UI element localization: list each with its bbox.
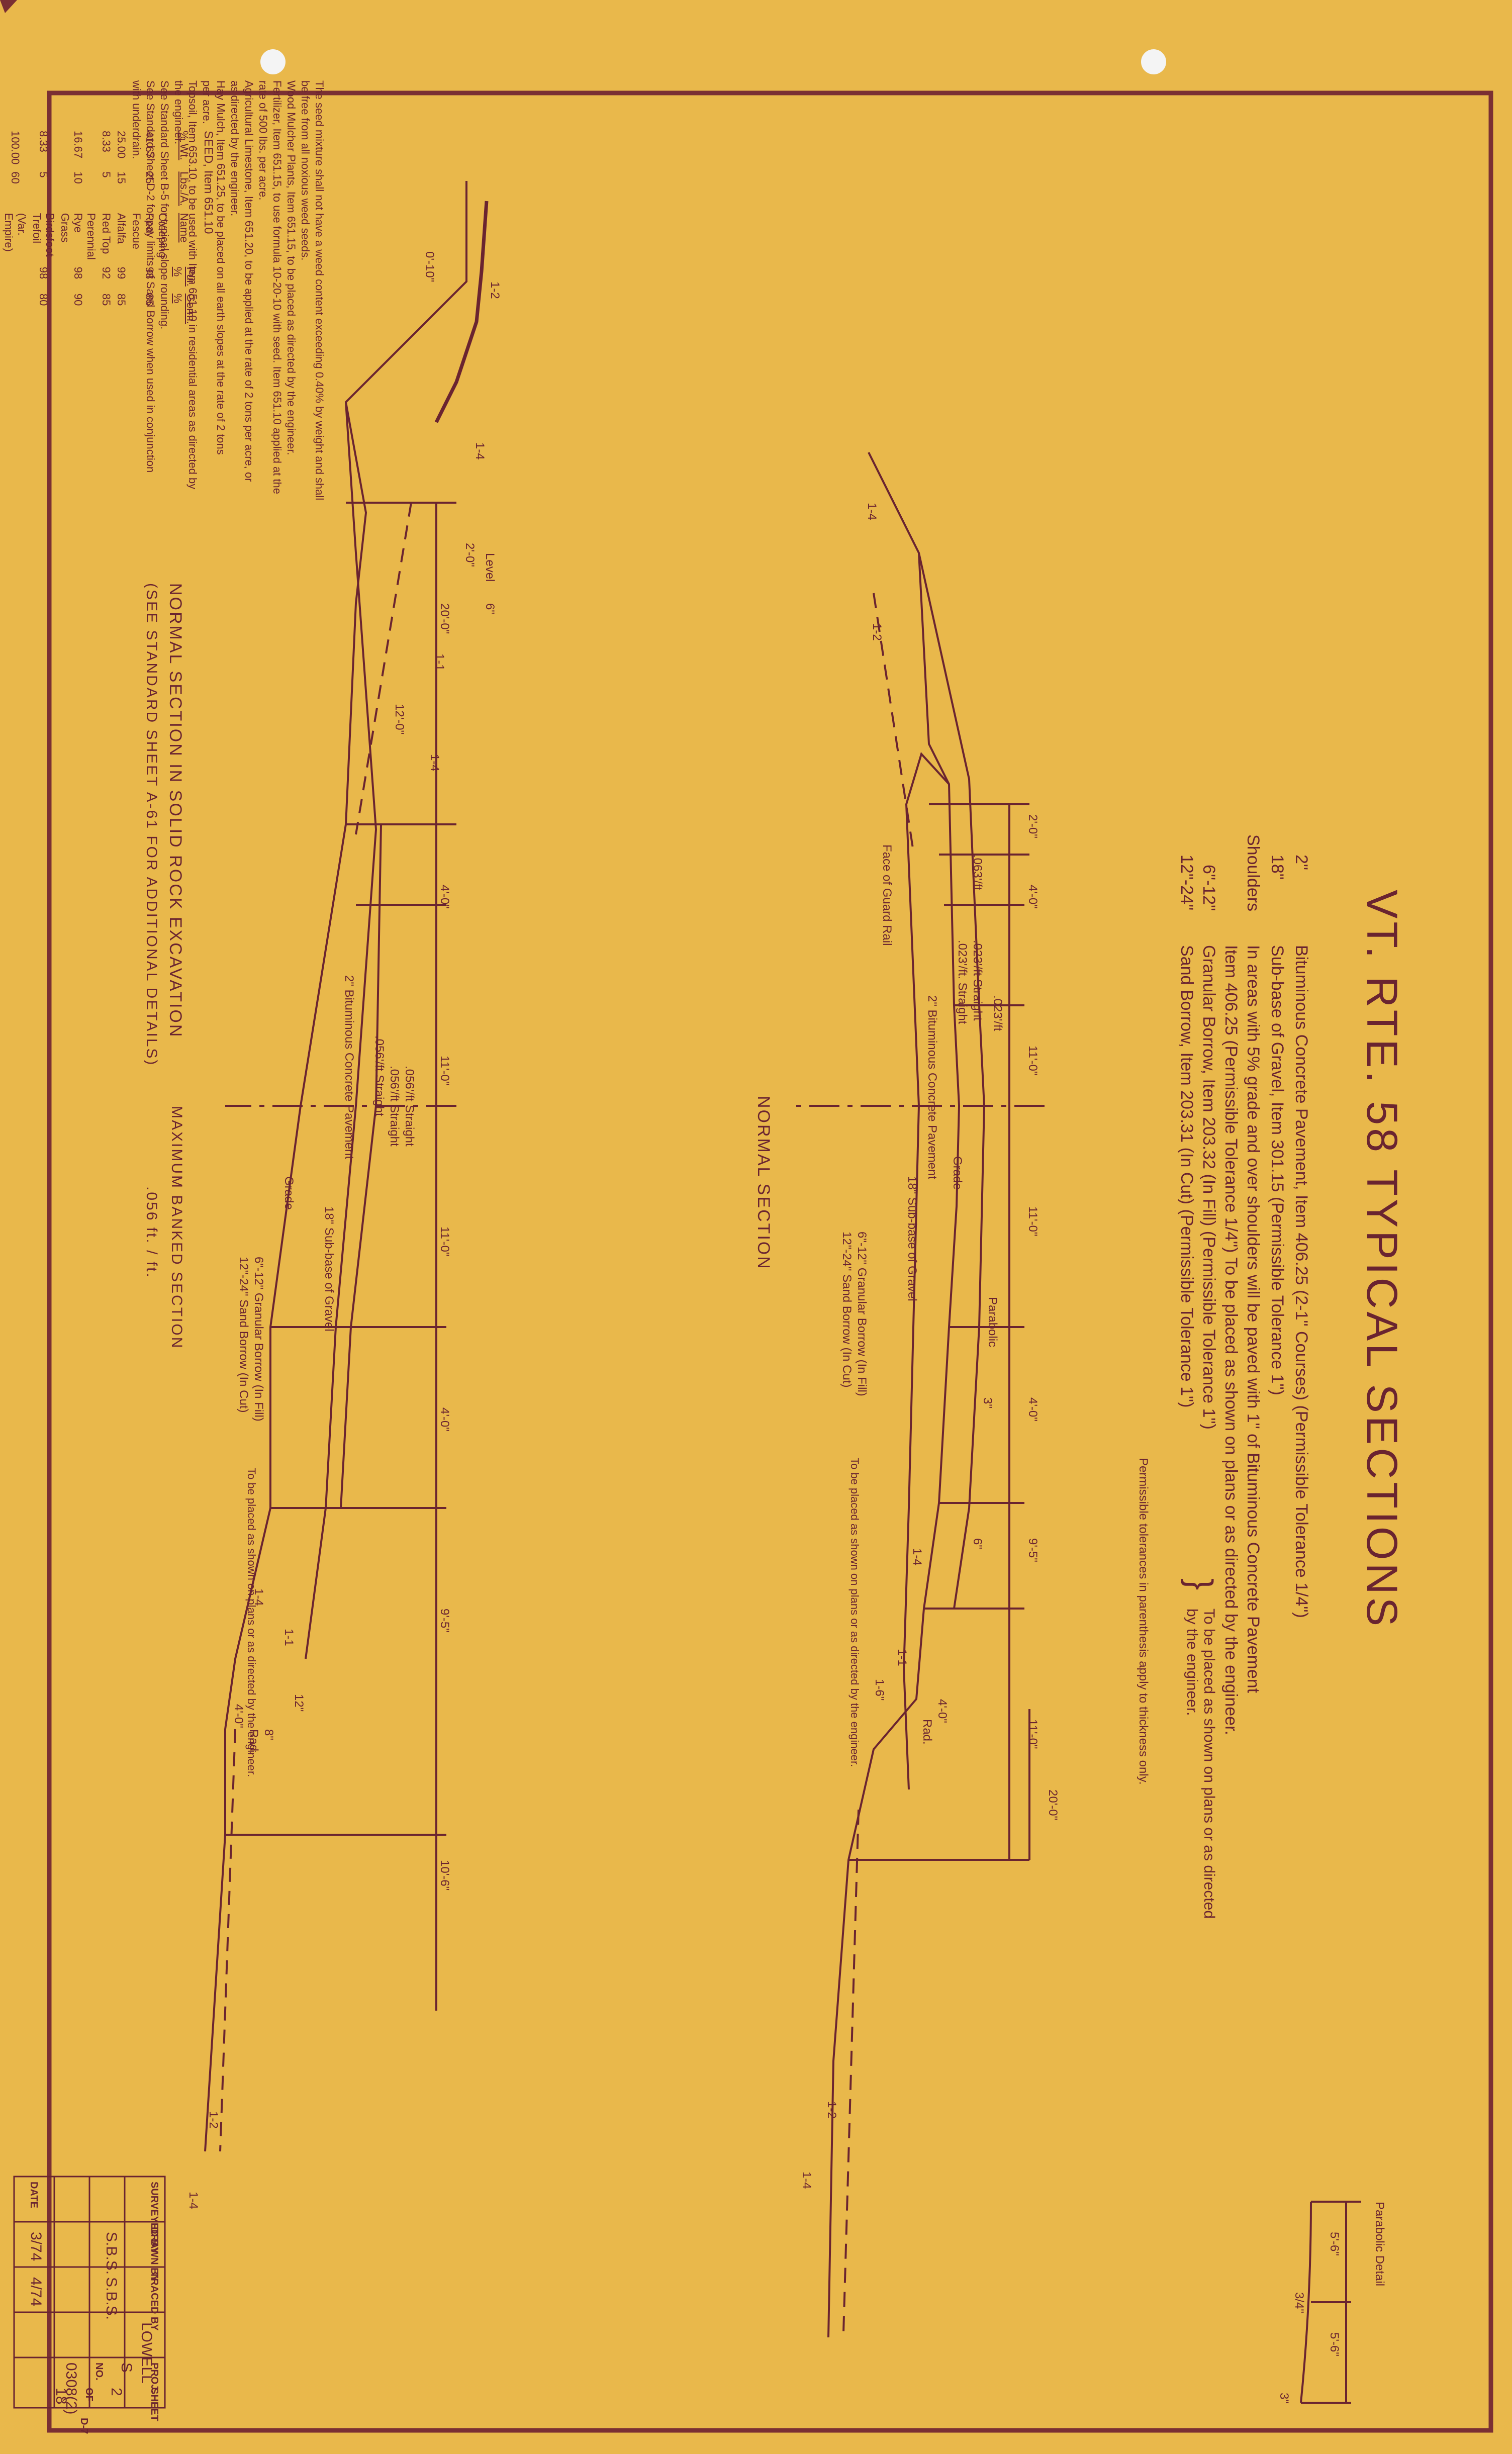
dim-label: 9'-5" xyxy=(438,1609,451,1633)
dim-label: 4'-0" xyxy=(1026,885,1040,909)
banked-title: MAXIMUM BANKED SECTION xyxy=(168,1106,185,1350)
slope-label: .056'/ft Straight xyxy=(388,1066,401,1147)
legend-fill: 6"-12" Granular Borrow (In Fill) xyxy=(855,1232,869,1396)
punch-hole-left xyxy=(260,49,286,74)
slope-label: .056'/ft Straight xyxy=(372,1035,386,1116)
rock-section-subtitle: (SEE STANDARD SHEET A-61 FOR ADDITIONAL … xyxy=(143,583,160,1067)
dim-label: 20'-0" xyxy=(1046,1789,1060,1821)
slope-label: .023'/ft xyxy=(991,995,1004,1031)
slope-label: .063'/ft xyxy=(971,855,984,891)
grade-label: Grade xyxy=(951,1156,964,1190)
normal-section-title: NORMAL SECTION xyxy=(754,1096,773,1270)
slope-label: .023'/ft. Straight xyxy=(956,940,969,1024)
dim-label: 11'-0" xyxy=(1026,1046,1040,1076)
legend-fill: 6"-12" Granular Borrow (In Fill) xyxy=(252,1257,265,1422)
slope-label: Parabolic xyxy=(986,1297,999,1348)
subbase-label: 18" Sub-base of Gravel xyxy=(905,1176,919,1301)
dim-label: 2'-0" xyxy=(1026,814,1040,838)
legend-note: To be placed as shown on plans or as dir… xyxy=(245,1468,258,1777)
subbase-label: 18" Sub-base of Gravel xyxy=(322,1206,336,1332)
banked-value: .056 ft. / ft. xyxy=(143,1186,160,1279)
sheet-number: 2 xyxy=(108,2388,125,2396)
dim-label: 4'-0" xyxy=(1026,1397,1040,1422)
pavement-label: 2" Bituminous Concrete Pavement xyxy=(342,975,356,1160)
dim-label: 11'-0" xyxy=(1026,1719,1040,1749)
guard-rail-label: Face of Guard Rail xyxy=(880,844,894,946)
dim-label: 20'-0" xyxy=(438,603,451,634)
dim-label: 11'-0" xyxy=(438,1056,451,1086)
dim-label: 11'-0" xyxy=(438,1226,451,1257)
punch-hole-right xyxy=(1141,49,1166,74)
rock-section-title: NORMAL SECTION IN SOLID ROCK EXCAVATION xyxy=(166,583,185,1039)
grade-label: Grade xyxy=(282,1176,296,1210)
slope-label: .023'/ft Straight xyxy=(971,940,984,1021)
pavement-label: 2" Bituminous Concrete Pavement xyxy=(925,995,939,1180)
sheet-code: D-7 xyxy=(78,2418,89,2434)
normal-section-profile xyxy=(788,452,1045,2337)
parabolic-title: Parabolic Detail xyxy=(1373,2202,1386,2287)
legend-cut: 12"-24" Sand Borrow (In Cut) xyxy=(237,1257,250,1413)
dim-label: 4'-0" xyxy=(438,1407,451,1432)
parabolic-detail-drawing xyxy=(1301,2202,1361,2403)
dim-label: 11'-0" xyxy=(1026,1206,1040,1237)
slope-label: .056'/ft Straight xyxy=(403,1066,416,1147)
dim-label: 10'-6" xyxy=(438,1860,451,1891)
title-block-lines xyxy=(14,2177,165,2408)
dim-label: 4'-0" xyxy=(438,885,451,909)
dim-label: 12'-0" xyxy=(393,704,406,735)
legend-cut: 12"-24" Sand Borrow (In Cut) xyxy=(840,1232,854,1388)
dim-label: 9'-5" xyxy=(1026,1538,1040,1562)
sheet-total: 18 xyxy=(53,2388,69,2405)
legend-note: To be placed as shown on plans or as dir… xyxy=(848,1458,861,1767)
rock-section-profile xyxy=(205,181,487,2151)
